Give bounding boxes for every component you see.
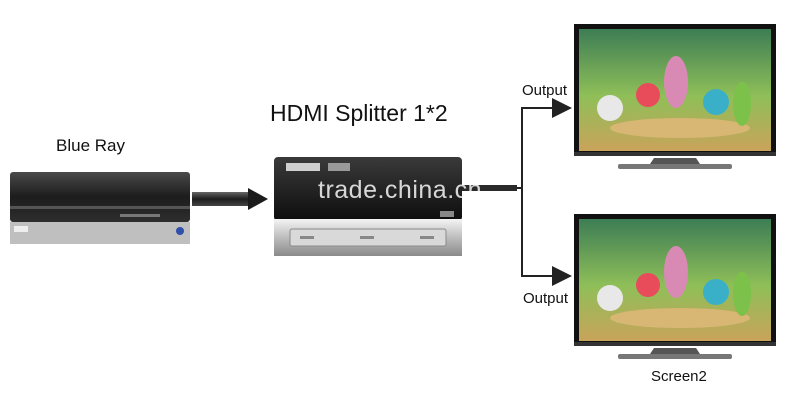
blu-ray-display <box>120 214 160 217</box>
output-cable <box>462 185 517 191</box>
tv2-character-green <box>733 272 751 316</box>
tv1-character-pink <box>664 56 688 108</box>
input-arrow-icon <box>248 188 268 210</box>
splitter-port-c <box>420 236 434 239</box>
tv1-character-red <box>636 83 660 107</box>
tv2-character-blue <box>703 279 729 305</box>
diagram-title: HDMI Splitter 1*2 <box>270 100 448 126</box>
tv2-neck <box>650 348 700 354</box>
tv-screen-2 <box>574 214 776 359</box>
tv2-character-pink <box>664 246 688 298</box>
output-arrow-1 <box>516 98 572 189</box>
splitter-hdmi-logo <box>286 163 320 171</box>
blu-ray-body <box>10 172 190 222</box>
tv1-ground <box>610 118 750 138</box>
tv2-character-white <box>597 285 623 311</box>
splitter-power-led <box>440 211 454 217</box>
blu-ray-base <box>10 222 190 244</box>
blu-ray-tray-line <box>10 206 190 209</box>
screen-2-label: Screen2 <box>651 368 707 385</box>
tv2-character-red <box>636 273 660 297</box>
blu-ray-player <box>10 172 190 244</box>
input-cable <box>192 192 248 206</box>
tv2-ground <box>610 308 750 328</box>
tv1-lower-bezel <box>574 152 776 156</box>
tv-screen-1 <box>574 24 776 169</box>
watermark: trade.china.cn <box>318 176 483 204</box>
output-arrow-2 <box>521 188 572 286</box>
blu-ray-logo-icon <box>176 227 184 235</box>
hdmi-splitter <box>274 157 462 256</box>
output-2-label: Output <box>523 290 569 307</box>
output-1-label: Output <box>522 82 568 99</box>
tv2-stand <box>618 354 732 359</box>
tv1-stand <box>618 164 732 169</box>
tv2-lower-bezel <box>574 342 776 346</box>
splitter-port-b <box>360 236 374 239</box>
tv1-character-green <box>733 82 751 126</box>
tv1-character-white <box>597 95 623 121</box>
blu-ray-badge <box>14 226 28 232</box>
tv1-neck <box>650 158 700 164</box>
splitter-badge <box>328 163 350 171</box>
splitter-top <box>274 157 462 221</box>
source-label: Blue Ray <box>56 136 125 155</box>
tv1-character-blue <box>703 89 729 115</box>
splitter-port-a <box>300 236 314 239</box>
